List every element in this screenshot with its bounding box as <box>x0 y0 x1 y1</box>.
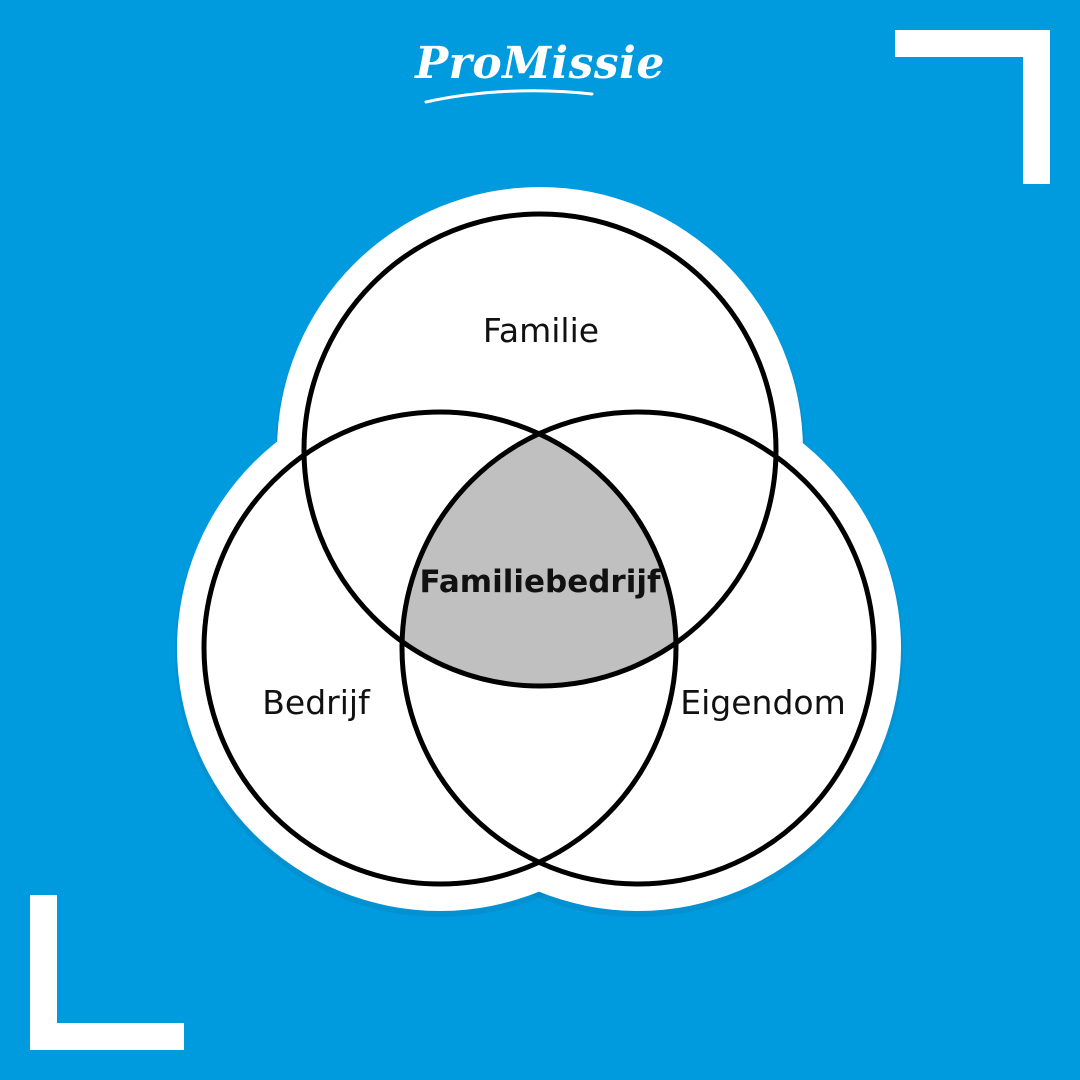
brand-logo: ProMissie <box>415 38 665 89</box>
corner-bracket-bottom-left <box>30 895 184 1050</box>
label-eigendom: Eigendom <box>680 683 845 722</box>
label-familie: Familie <box>483 311 599 350</box>
circle-eigendom <box>399 409 877 887</box>
circle-familie <box>301 211 779 689</box>
circle-bedrijf <box>201 409 679 887</box>
logo-swoosh-icon <box>424 89 594 104</box>
center-overlap-region <box>402 412 676 686</box>
label-bedrijf: Bedrijf <box>262 683 371 722</box>
corner-bracket-top-right <box>895 30 1050 184</box>
label-familiebedrijf: Familiebedrijf <box>420 564 661 600</box>
